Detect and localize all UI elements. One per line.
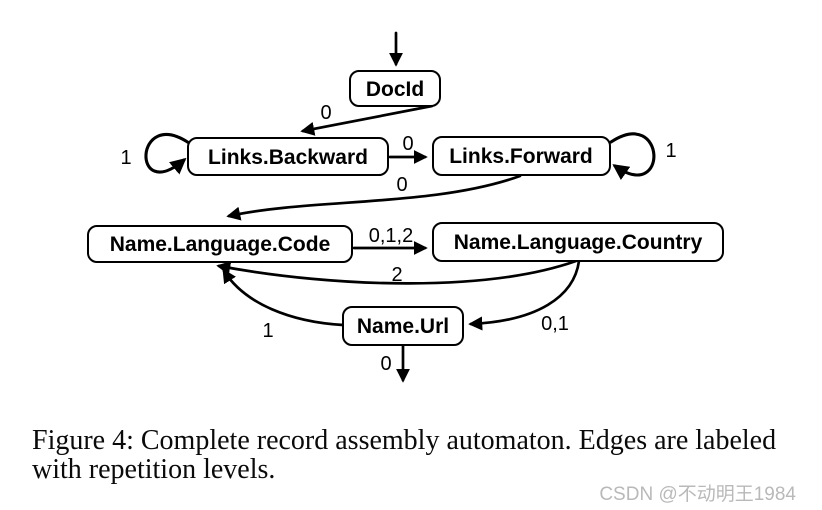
edge-label-name-url-to-code: 1 (262, 320, 273, 342)
node-name-language-code-label: Name.Language.Code (110, 233, 331, 256)
figure-caption-line1: Figure 4: Complete record assembly autom… (32, 425, 777, 456)
figure-caption-line2: with repetition levels. (32, 454, 276, 485)
edge-label-name-url-to-end: 0 (380, 353, 391, 375)
edge-label-country-to-name-url: 0,1 (541, 313, 569, 335)
edge-label-country-to-code: 2 (391, 264, 402, 286)
node-name-language-country-label: Name.Language.Country (454, 231, 703, 254)
node-links-backward-label: Links.Backward (208, 146, 368, 169)
node-links-forward: Links.Forward (432, 136, 611, 176)
node-links-backward: Links.Backward (187, 137, 389, 176)
node-name-url-label: Name.Url (357, 315, 449, 338)
edge-label-links-backward-to-links-forward: 0 (402, 133, 413, 155)
edge-name-language-country-to-name-url (468, 259, 581, 331)
edge-label-links-forward-self-loop: 1 (665, 140, 676, 162)
node-name-url-box (342, 306, 464, 346)
edge-label-code-to-country: 0,1,2 (369, 225, 413, 247)
edge-links-forward-to-name-language-code (226, 174, 522, 221)
csdn-watermark: CSDN @不动明王1984 (599, 484, 796, 505)
node-docid-box (349, 70, 441, 107)
node-name-language-country-box (432, 222, 724, 262)
node-name-url: Name.Url (342, 306, 464, 346)
node-name-language-code-box (87, 225, 353, 263)
node-links-forward-label: Links.Forward (449, 145, 593, 168)
figure-caption: Figure 4: Complete record assembly autom… (32, 426, 812, 484)
node-docid: DocId (349, 70, 441, 107)
edge-name-url-to-name-language-code (222, 268, 345, 327)
edge-label-links-backward-self-loop: 1 (120, 147, 131, 169)
edge-links-forward-self-loop (609, 132, 656, 181)
node-name-language-code: Name.Language.Code (87, 225, 353, 263)
edge-label-docid-to-links-backward: 0 (320, 102, 331, 124)
node-links-backward-box (187, 137, 389, 176)
automaton-diagram: 0 1 0 1 0 0,1,2 2 0,1 1 0 DocId Links.Ba… (87, 31, 724, 383)
node-links-forward-box (432, 136, 611, 176)
node-name-language-country: Name.Language.Country (432, 222, 724, 262)
edge-name-language-country-to-name-language-code (216, 259, 578, 285)
edge-label-links-forward-to-name-language-code: 0 (396, 174, 407, 196)
edge-links-backward-self-loop (144, 133, 191, 175)
node-docid-label: DocId (366, 78, 424, 101)
edge-docid-to-links-backward (300, 104, 434, 136)
